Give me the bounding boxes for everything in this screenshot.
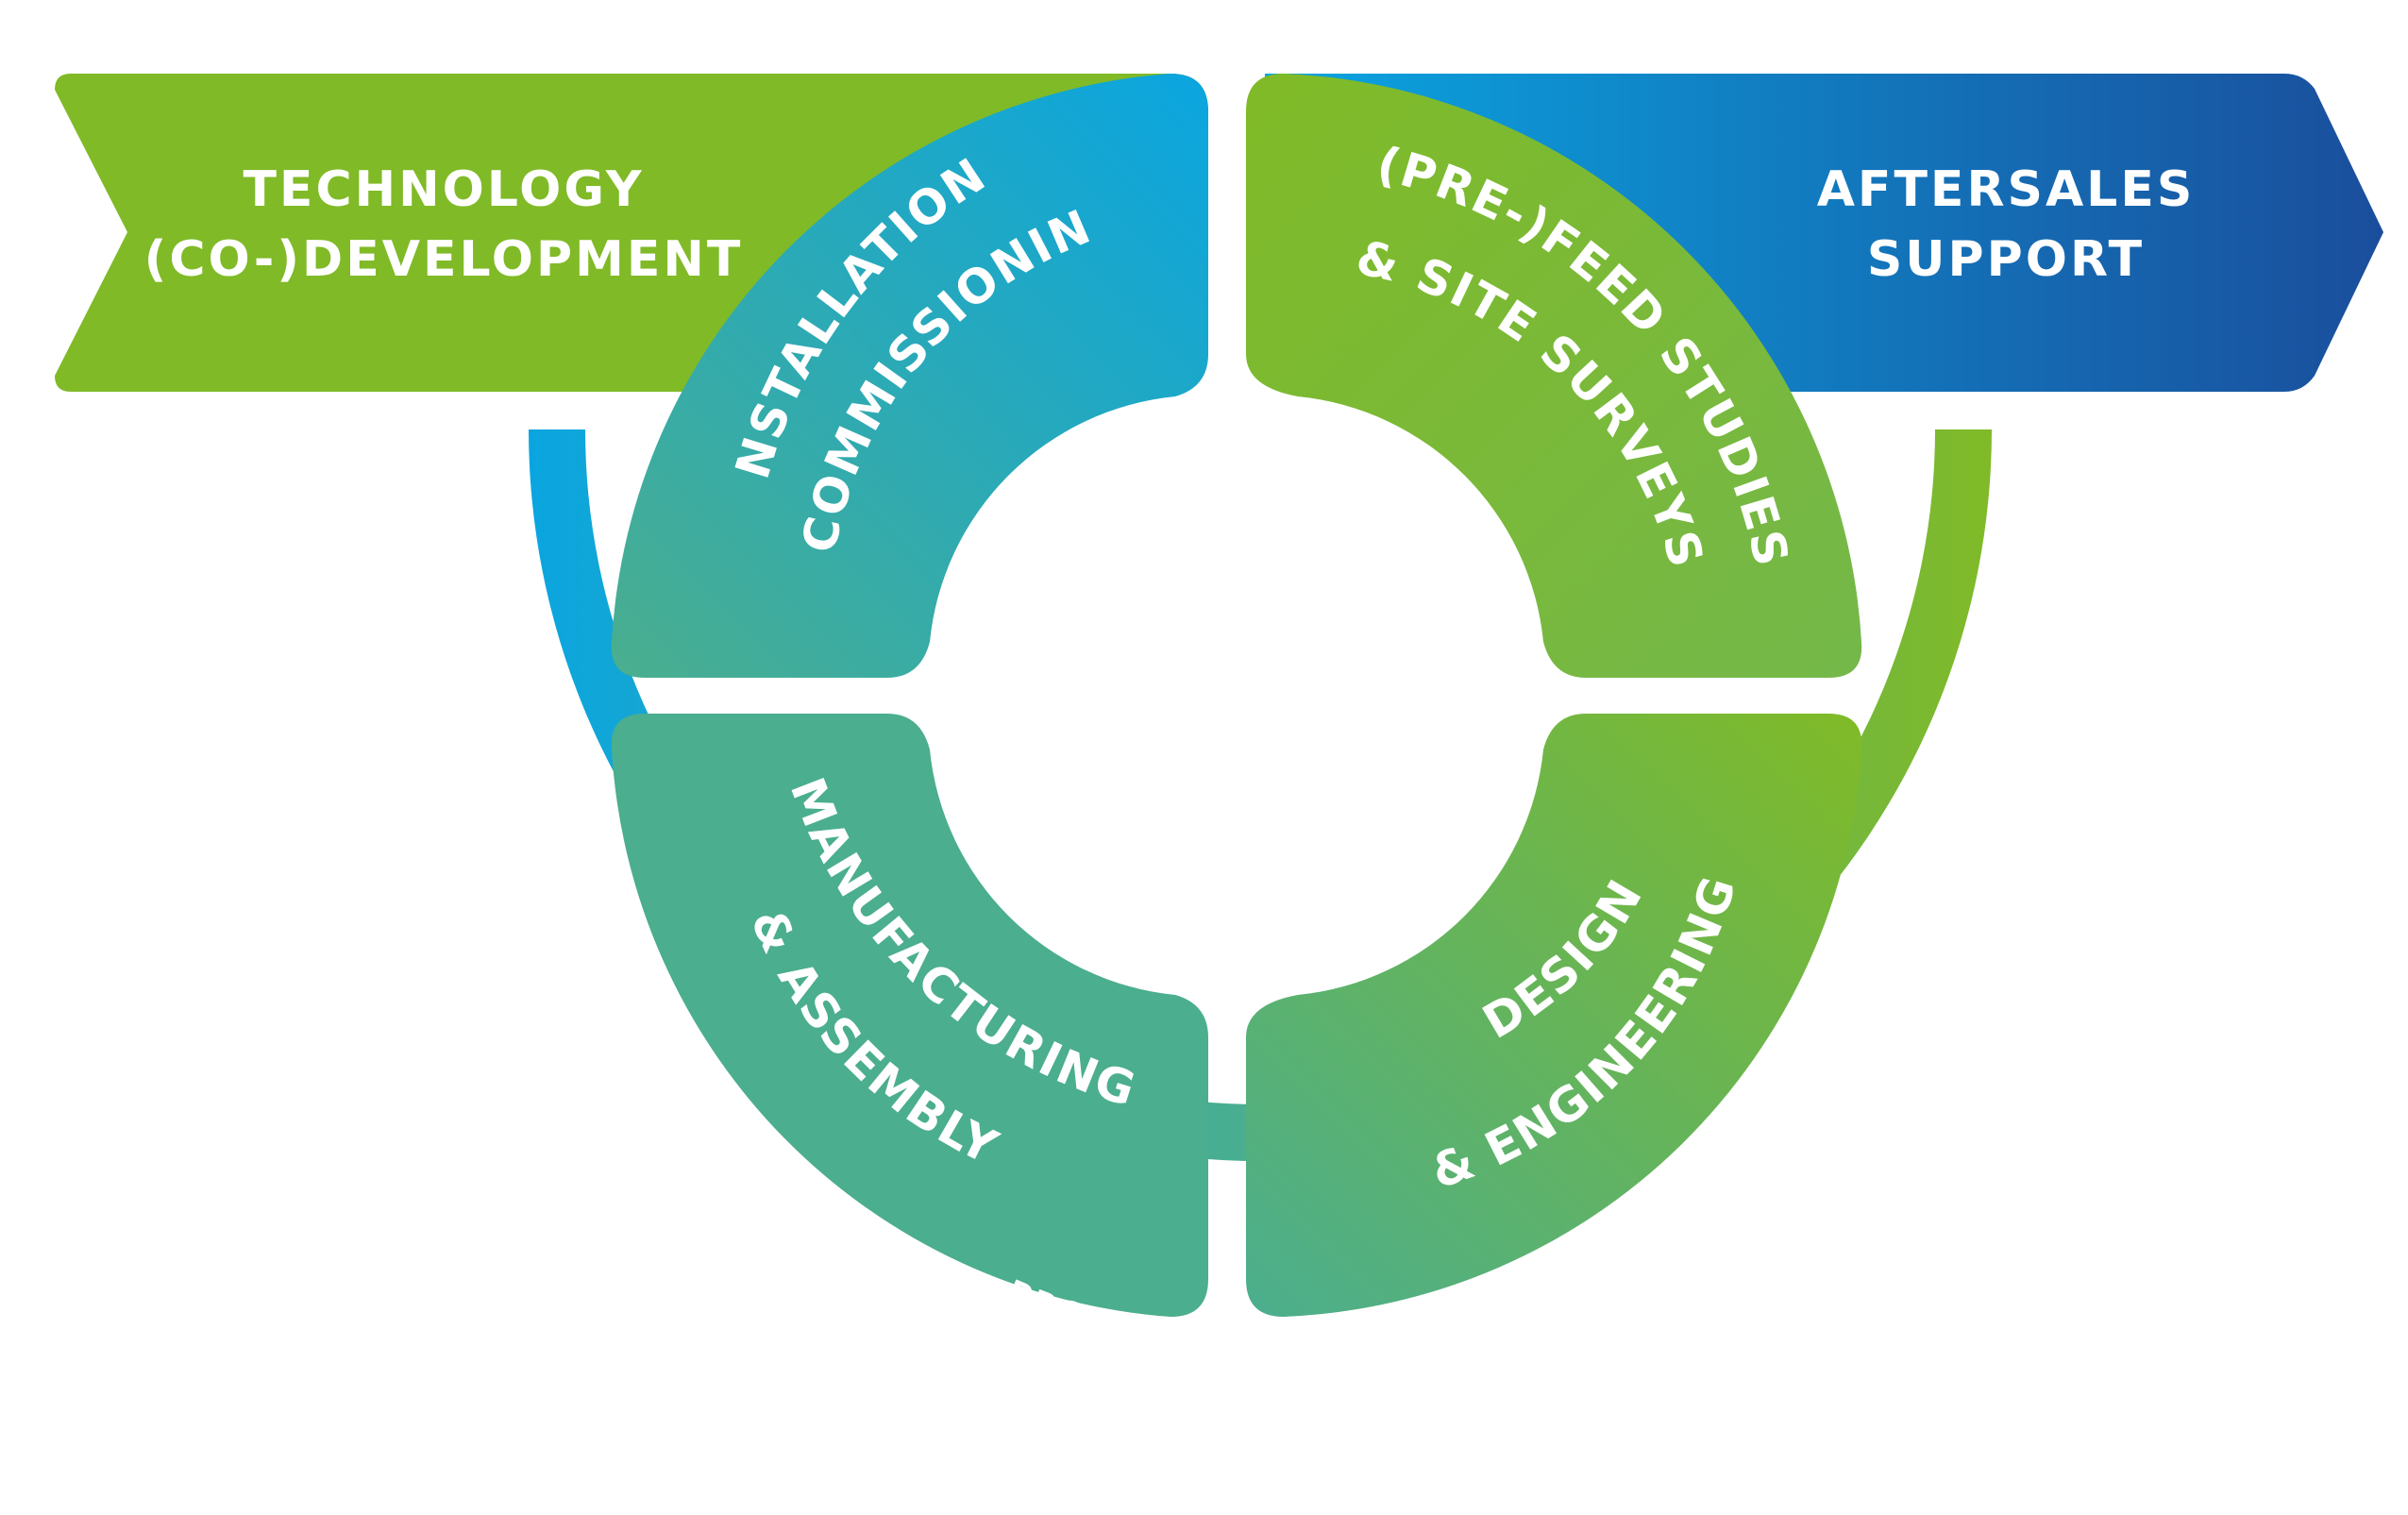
segment-prefeed-studies [1246,74,1862,678]
aftersales-banner-line2: SUPPORT [1867,231,2145,288]
segment-installation-commissioning [611,74,1208,678]
aftersales-banner-line1: AFTERSALES [1817,161,2196,218]
technology-banner-line1: TECHNOLOGY [243,161,644,218]
technology-banner-line2: (CO-)DEVELOPMENT [144,231,744,288]
segment-manufacturing-assembly [611,714,1208,1317]
segment-design-engineering [1246,714,1862,1317]
